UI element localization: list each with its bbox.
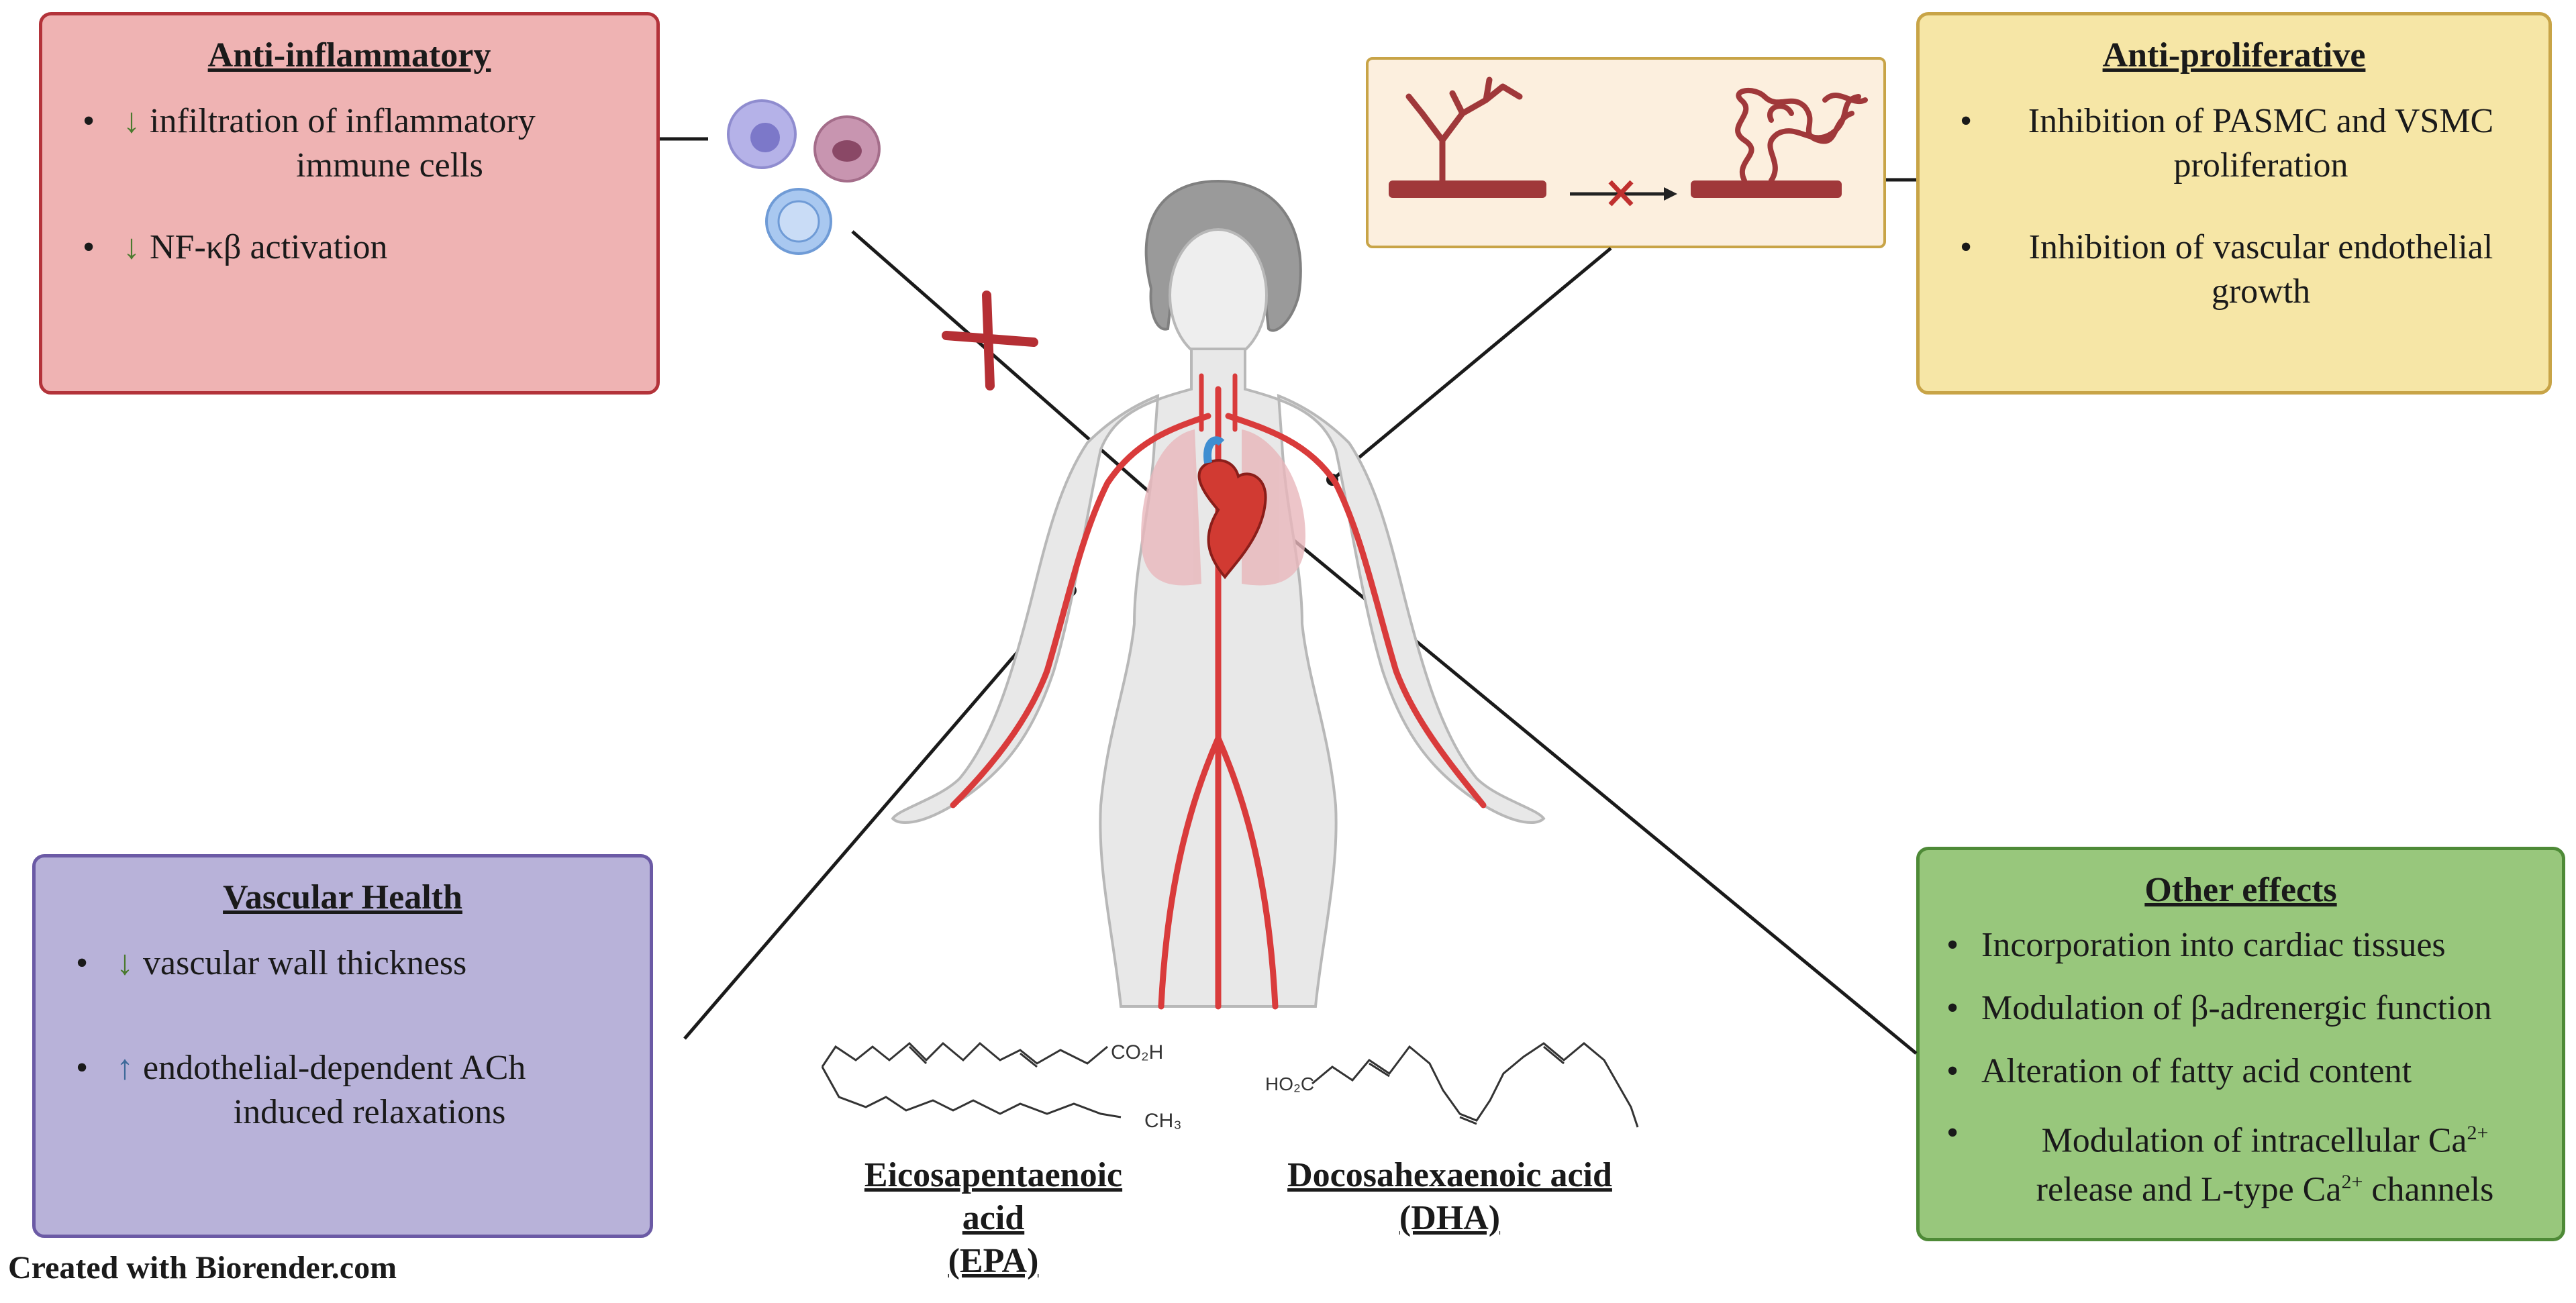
list-item: • Inhibition of PASMC and VSMC prolifera…	[1946, 99, 2522, 188]
item-text: endothelial-dependent ACh	[143, 1049, 526, 1087]
vascular-health-panel: Vascular Health • ↓vascular wall thickne…	[32, 854, 653, 1238]
list-item: • Modulation of intracellular Ca2+ relea…	[1933, 1112, 2548, 1211]
branching-vessel-icon	[1389, 76, 1868, 207]
dha-structure-icon	[1311, 1042, 1639, 1128]
bullet: •	[1946, 1052, 1959, 1090]
credit-text: Created with Biorender.com	[8, 1250, 397, 1286]
list-item: • ↓ infiltration of inflammatory immune c…	[69, 99, 630, 188]
item-text-cont: proliferation	[2173, 146, 2348, 185]
item-text: Modulation of intracellular Ca	[2041, 1121, 2467, 1160]
down-arrow-icon: ↓	[123, 228, 140, 266]
item-text: vascular wall thickness	[143, 944, 467, 982]
dha-name: Docosahexaenoic acid (DHA)	[1269, 1154, 1631, 1240]
epa-methyl-label: CH₃	[1144, 1110, 1182, 1132]
epa-name: Eicosapentaenoic acid (EPA)	[832, 1154, 1154, 1283]
item-text-cont: release and L-type Ca	[2036, 1170, 2342, 1209]
bullet: •	[76, 1049, 89, 1087]
other-effects-list: • Incorporation into cardiac tissues • M…	[1933, 923, 2548, 1211]
list-item: • ↑endothelial-dependent ACh induced rel…	[62, 1046, 623, 1135]
bullet: •	[1946, 989, 1959, 1027]
bullet: •	[83, 228, 95, 266]
vascular-health-list: • ↓vascular wall thickness • ↑endothelia…	[62, 941, 623, 1135]
down-arrow-icon: ↓	[116, 944, 134, 982]
bullet: •	[1960, 102, 1973, 140]
item-text-cont: growth	[2211, 272, 2311, 311]
list-item: • ↓vascular wall thickness	[62, 941, 623, 986]
vessel-proliferation-inset	[1366, 57, 1886, 248]
epa-abbreviation: (EPA)	[948, 1242, 1039, 1280]
epa-acid-label: CO₂H	[1111, 1041, 1163, 1063]
up-arrow-icon: ↑	[116, 1049, 134, 1087]
bullet: •	[76, 944, 89, 982]
anti-inflammatory-panel: Anti-inflammatory • ↓ infiltration of inf…	[39, 12, 660, 395]
dha-acid-label: HO₂C	[1265, 1074, 1314, 1094]
list-item: • Inhibition of vascular endothelial gro…	[1946, 225, 2522, 314]
list-item: • Modulation of β-adrenergic function	[1933, 986, 2548, 1031]
epa-full-name: Eicosapentaenoic acid	[864, 1156, 1123, 1237]
item-text: NF-κβ activation	[150, 228, 388, 266]
heart-icon	[1197, 436, 1267, 580]
bullet: •	[1946, 1114, 1959, 1152]
vascular-health-title: Vascular Health	[223, 878, 462, 917]
inflammatory-cell-icon	[727, 99, 881, 255]
item-text: Incorporation into cardiac tissues	[1981, 926, 2446, 964]
list-item: • ↓ NF-κβ activation	[69, 225, 630, 270]
item-text: Alteration of fatty acid content	[1981, 1052, 2412, 1090]
item-text-cont: immune cells	[296, 146, 483, 185]
epa-structure-icon	[821, 1041, 1122, 1118]
superscript: 2+	[2467, 1122, 2489, 1144]
lungs-icon	[1141, 429, 1305, 586]
item-text: Inhibition of vascular endothelial	[2028, 228, 2493, 266]
anti-inflammatory-title: Anti-inflammatory	[207, 36, 491, 74]
bullet: •	[1960, 228, 1973, 266]
anti-proliferative-list: • Inhibition of PASMC and VSMC prolifera…	[1946, 99, 2522, 314]
blocked-x-icon	[942, 291, 1038, 390]
anti-proliferative-panel: Anti-proliferative • Inhibition of PASMC…	[1916, 12, 2552, 395]
list-item: • Alteration of fatty acid content	[1933, 1049, 2548, 1094]
anti-proliferative-title: Anti-proliferative	[2102, 36, 2366, 74]
other-effects-panel: Other effects • Incorporation into cardi…	[1916, 847, 2565, 1241]
item-text: Modulation of β-adrenergic function	[1981, 989, 2492, 1027]
list-item: • Incorporation into cardiac tissues	[1933, 923, 2548, 968]
item-text-cont: induced relaxations	[233, 1093, 506, 1131]
bullet: •	[1946, 926, 1959, 964]
item-text: infiltration of inflammatory	[150, 102, 536, 140]
item-text: Inhibition of PASMC and VSMC	[2028, 102, 2494, 140]
item-text-cont: channels	[2363, 1170, 2494, 1209]
bullet: •	[83, 102, 95, 140]
other-effects-title: Other effects	[2144, 871, 2337, 909]
dha-full-name: Docosahexaenoic acid	[1287, 1156, 1612, 1194]
anti-inflammatory-list: • ↓ infiltration of inflammatory immune c…	[69, 99, 630, 270]
down-arrow-icon: ↓	[123, 102, 140, 140]
dha-abbreviation: (DHA)	[1399, 1199, 1501, 1237]
superscript: 2+	[2341, 1171, 2363, 1194]
blocked-x-icon	[1608, 180, 1634, 207]
